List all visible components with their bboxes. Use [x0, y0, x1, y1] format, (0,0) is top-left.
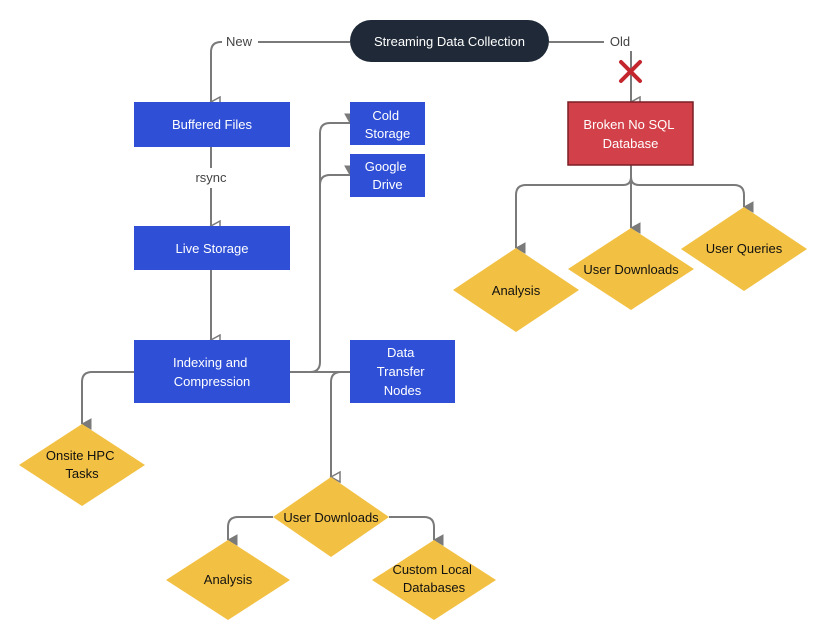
new-label-bg — [222, 31, 258, 51]
node-dtn-line-3: Nodes — [384, 383, 422, 398]
node-streaming-data-collection[interactable]: Streaming Data Collection — [350, 20, 549, 62]
edge-broken-to-analysis — [514, 165, 632, 254]
node-indexing-line-1: Indexing and — [173, 355, 247, 370]
node-onsite-line-2: Tasks — [65, 466, 99, 481]
svg-text:User Queries: User Queries — [706, 241, 783, 256]
node-google-drive[interactable]: Google Drive — [350, 154, 425, 197]
edge-streaming-to-buffered — [211, 41, 350, 102]
edge-user-downloads-to-analysis — [226, 516, 273, 546]
svg-text:Cold Storage: Cold Storage — [365, 108, 411, 141]
node-custom-db-line-2: Databases — [403, 580, 466, 595]
node-custom-db-line-1: Custom Local — [392, 562, 472, 577]
svg-text:Google Drive: Google Drive — [365, 159, 411, 192]
rsync-label-bg — [190, 168, 234, 188]
node-custom-local-databases[interactable]: Custom Local Databases — [372, 540, 496, 620]
svg-text:Custom Local Databases: Custom Local Databases — [392, 562, 475, 595]
edge-label-rsync: rsync — [195, 170, 227, 185]
svg-text:Data Transfer Node: Data Transfer Nodes — [377, 345, 429, 398]
node-data-transfer-nodes[interactable]: Data Transfer Nodes — [350, 340, 455, 403]
svg-text:Analysis: Analysis — [204, 572, 253, 587]
node-cold-line-1: Cold — [372, 108, 399, 123]
node-user-downloads-right[interactable]: User Downloads — [568, 228, 694, 310]
svg-text:Buffered Files: Buffered Files — [172, 117, 252, 132]
node-indexing-line-2: Compression — [174, 374, 251, 389]
edge-indexing-to-google — [319, 165, 356, 186]
svg-text:User Downloads: User Downloads — [283, 510, 379, 525]
node-analysis-right-label: Analysis — [492, 283, 541, 298]
svg-text:Streaming Data Collection: Streaming Data Collection — [374, 34, 525, 49]
node-analysis-low[interactable]: Analysis — [166, 540, 290, 620]
node-google-line-2: Drive — [372, 177, 402, 192]
node-onsite-hpc-tasks[interactable]: Onsite HPC Tasks — [19, 424, 145, 506]
broken-connection-x-icon — [619, 60, 642, 83]
node-onsite-line-1: Onsite HPC — [46, 448, 115, 463]
node-cold-line-2: Storage — [365, 126, 411, 141]
old-label-bg — [604, 31, 634, 51]
node-indexing-and-compression[interactable]: Indexing and Compression — [134, 340, 290, 403]
svg-text:Broken No SQL Database: Broken No SQL Database — [583, 117, 677, 151]
node-user-downloads-middle[interactable]: User Downloads — [273, 477, 389, 557]
svg-text:User Downloads: User Downloads — [583, 262, 679, 277]
node-analysis-low-label: Analysis — [204, 572, 253, 587]
node-buffered-label: Buffered Files — [172, 117, 252, 132]
node-analysis-right[interactable]: Analysis — [453, 248, 579, 332]
node-dtn-line-1: Data — [387, 345, 415, 360]
node-cold-storage[interactable]: Cold Storage — [350, 102, 425, 145]
edge-label-old: Old — [610, 34, 630, 49]
node-streaming-label: Streaming Data Collection — [374, 34, 525, 49]
svg-text:Indexing and Compression: Indexing and Compression — [173, 355, 251, 389]
node-google-line-1: Google — [365, 159, 407, 174]
node-live-label: Live Storage — [176, 241, 249, 256]
node-live-storage[interactable]: Live Storage — [134, 226, 290, 270]
edge-indexing-to-cold — [290, 113, 356, 373]
node-user-queries[interactable]: User Queries — [681, 207, 807, 291]
node-dtn-line-2: Transfer — [377, 364, 426, 379]
edge-broken-to-user-queries — [630, 176, 754, 213]
edge-dtn-to-user-downloads — [331, 371, 350, 477]
svg-text:Onsite HPC Tasks: Onsite HPC Tasks — [46, 448, 118, 481]
svg-text:Live Storage: Live Storage — [176, 241, 249, 256]
edge-label-new: New — [226, 34, 253, 49]
node-user-dl-mid-label: User Downloads — [283, 510, 379, 525]
node-buffered-files[interactable]: Buffered Files — [134, 102, 290, 147]
node-user-queries-label: User Queries — [706, 241, 783, 256]
node-broken-no-sql-database[interactable]: Broken No SQL Database — [567, 101, 694, 166]
edge-indexing-to-onsite — [80, 371, 134, 430]
node-user-dl-right-label: User Downloads — [583, 262, 679, 277]
node-broken-line-2: Database — [603, 136, 659, 151]
svg-text:Analysis: Analysis — [492, 283, 541, 298]
edges — [80, 41, 754, 546]
node-broken-line-1: Broken No SQL — [583, 117, 674, 132]
edge-user-downloads-to-custom-db — [389, 516, 444, 546]
